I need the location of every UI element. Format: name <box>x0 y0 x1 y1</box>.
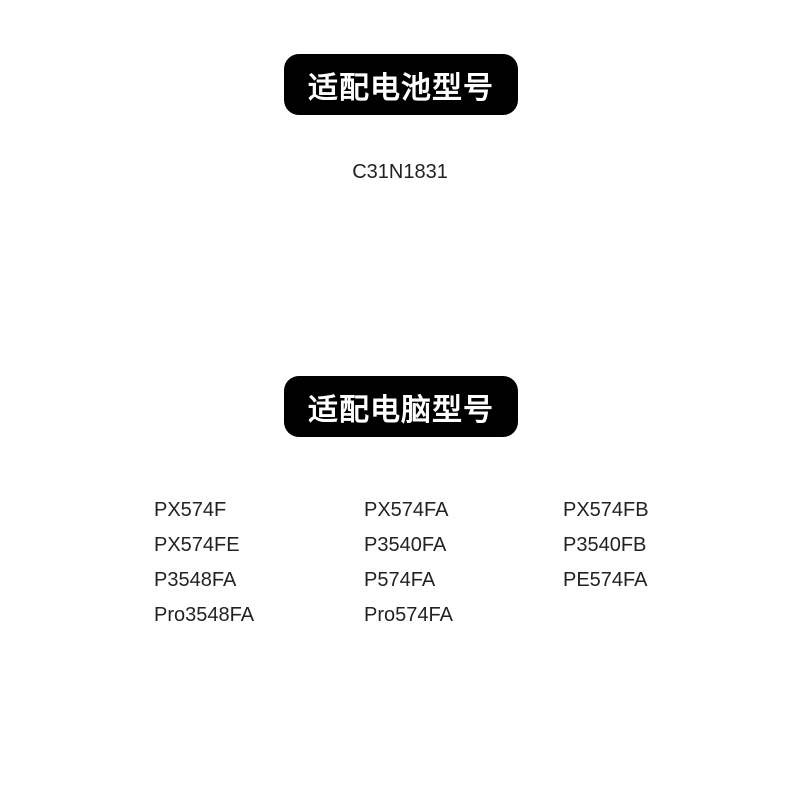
battery-model-heading: 适配电池型号 <box>284 54 518 115</box>
laptop-model-item: P3540FB <box>563 534 647 556</box>
laptop-model-item: PX574FA <box>364 499 449 521</box>
laptop-model-item: P3548FA <box>154 569 237 591</box>
battery-model-value: C31N1831 <box>352 161 448 183</box>
laptop-model-item: PX574FB <box>563 499 649 521</box>
laptop-model-item: PX574F <box>154 499 227 521</box>
laptop-model-heading: 适配电脑型号 <box>284 376 518 437</box>
laptop-model-item: Pro3548FA <box>154 604 255 626</box>
laptop-model-item: PE574FA <box>563 569 648 591</box>
laptop-model-item: P3540FA <box>364 534 447 556</box>
laptop-model-item: Pro574FA <box>364 604 453 626</box>
laptop-model-item: PX574FE <box>154 534 240 556</box>
laptop-model-item: P574FA <box>364 569 436 591</box>
